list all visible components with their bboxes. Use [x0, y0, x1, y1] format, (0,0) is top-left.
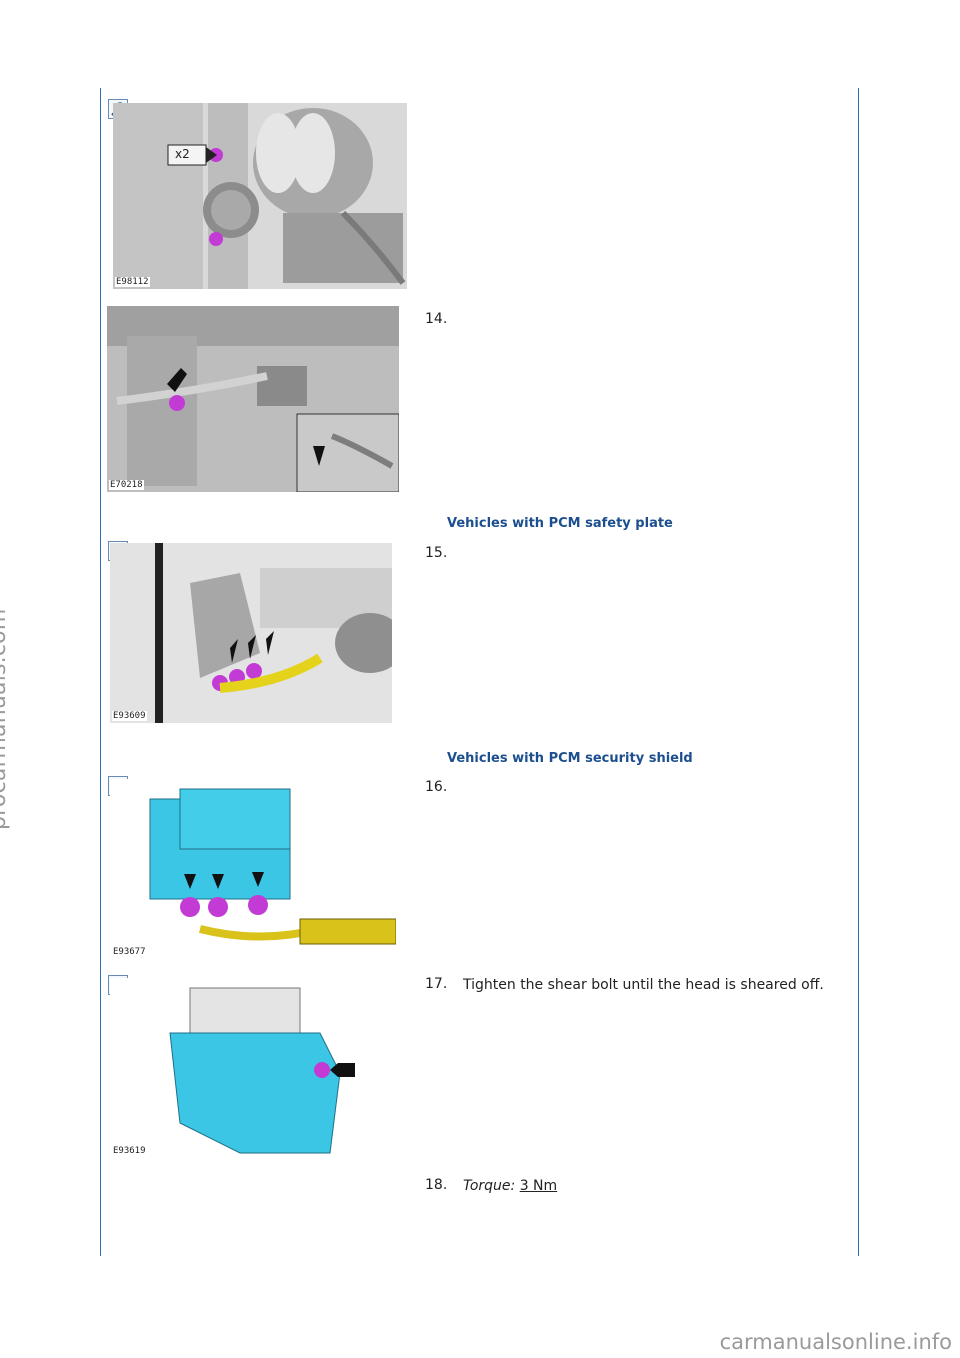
figure-code: E93677	[112, 947, 147, 957]
left-margin-rule	[100, 88, 101, 1256]
section-heading-safety-plate: Vehicles with PCM safety plate	[447, 516, 673, 531]
step-number: 16.	[425, 779, 448, 795]
step-number: 14.	[425, 311, 448, 327]
callout-label: x2	[175, 147, 190, 161]
figure-image: E93609	[110, 543, 392, 723]
figure-image: E70218	[107, 306, 399, 492]
right-margin-rule	[858, 88, 859, 1256]
figure-code: E93619	[112, 1146, 147, 1156]
torque-spec: Torque: 3 Nm	[463, 1177, 843, 1196]
step-number: 17.	[425, 976, 448, 992]
step-number: 18.	[425, 1177, 448, 1193]
torque-label: Torque:	[463, 1178, 516, 1194]
bottom-watermark: carmanualsonline.info	[719, 1330, 952, 1354]
torque-value[interactable]: 3 Nm	[519, 1178, 558, 1194]
step-number: 15.	[425, 545, 448, 561]
figure-code: E70218	[109, 480, 144, 490]
figure-code: E93609	[112, 711, 147, 721]
figure-image: E93619	[110, 978, 366, 1158]
figure-code: E98112	[115, 277, 150, 287]
figure-image: x2 E98112	[113, 103, 407, 289]
section-heading-security-shield: Vehicles with PCM security shield	[447, 751, 693, 766]
side-watermark: procarmanuals.com	[0, 608, 11, 830]
figure-image: E93677	[110, 779, 396, 959]
step-text: Tighten the shear bolt until the head is…	[463, 977, 824, 993]
